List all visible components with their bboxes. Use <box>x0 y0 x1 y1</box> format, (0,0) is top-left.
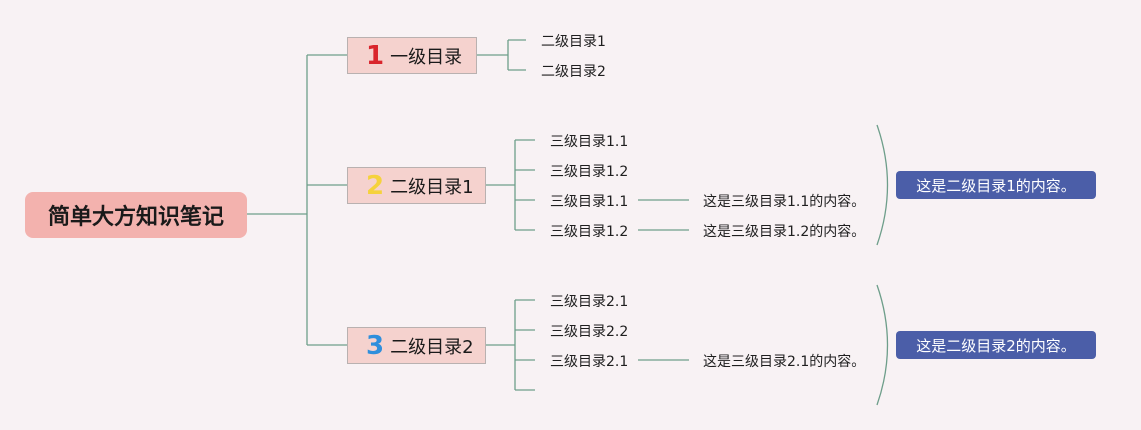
subtopic-label: 三级目录1.2 <box>550 224 629 240</box>
subtopic-label: 三级目录1.1 <box>550 194 629 210</box>
subtopic-label: 三级目录1.1 <box>550 134 629 150</box>
subtopic-label: 二级目录1 <box>541 34 606 50</box>
subtopic-2-2[interactable]: 三级目录1.2 <box>550 162 628 180</box>
subtopic-label: 二级目录2 <box>541 64 606 80</box>
root-title: 简单大方知识笔记 <box>47 205 224 230</box>
number-one-icon: 1 <box>366 40 385 71</box>
root-topic[interactable]: 简单大方知识笔记 <box>25 192 247 238</box>
summary-text: 这是二级目录2的内容。 <box>916 336 1076 355</box>
subtopic-label: 三级目录2.2 <box>550 324 629 340</box>
number-two-icon: 2 <box>366 170 385 201</box>
subtopic-2-3[interactable]: 三级目录1.1 <box>550 192 628 210</box>
subtopic-2-1[interactable]: 三级目录1.1 <box>550 132 628 150</box>
subtopic-3-2[interactable]: 三级目录2.2 <box>550 322 628 340</box>
branch-topic-1[interactable]: 1 一级目录 <box>347 37 477 74</box>
branch-topic-2[interactable]: 2 二级目录1 <box>347 167 486 204</box>
branch-label: 二级目录1 <box>390 176 474 198</box>
branch-topic-3[interactable]: 3 二级目录2 <box>347 327 486 364</box>
summary-2[interactable]: 这是二级目录1的内容。 <box>896 171 1096 199</box>
branch-label: 二级目录2 <box>390 336 474 358</box>
subtopic-3-1[interactable]: 三级目录2.1 <box>550 292 628 310</box>
note-2-3[interactable]: 这是三级目录1.1的内容。 <box>703 192 865 210</box>
note-text: 这是三级目录2.1的内容。 <box>703 354 866 370</box>
note-text: 这是三级目录1.1的内容。 <box>703 194 866 210</box>
subtopic-1-1[interactable]: 二级目录1 <box>541 32 606 50</box>
subtopic-label: 三级目录1.2 <box>550 164 629 180</box>
branch-label: 一级目录 <box>390 46 463 68</box>
note-text: 这是三级目录1.2的内容。 <box>703 224 866 240</box>
subtopic-3-3[interactable]: 三级目录2.1 <box>550 352 628 370</box>
subtopic-label: 三级目录2.1 <box>550 294 629 310</box>
subtopic-label: 三级目录2.1 <box>550 354 629 370</box>
number-three-icon: 3 <box>366 330 385 361</box>
note-3-3[interactable]: 这是三级目录2.1的内容。 <box>703 352 865 370</box>
summary-3[interactable]: 这是二级目录2的内容。 <box>896 331 1096 359</box>
subtopic-1-2[interactable]: 二级目录2 <box>541 62 606 80</box>
summary-text: 这是二级目录1的内容。 <box>916 176 1076 195</box>
note-2-4[interactable]: 这是三级目录1.2的内容。 <box>703 222 865 240</box>
subtopic-2-4[interactable]: 三级目录1.2 <box>550 222 628 240</box>
